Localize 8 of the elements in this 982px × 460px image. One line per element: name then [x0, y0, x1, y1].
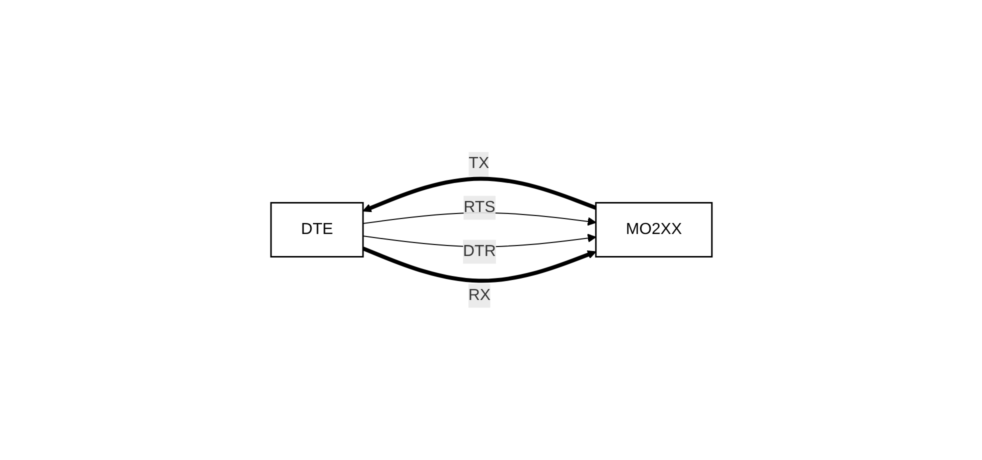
edge-label: RTS [463, 198, 495, 216]
arrow [362, 176, 596, 212]
edge-label: RX [468, 286, 490, 304]
arrow [362, 246, 596, 283]
node-box: MO2XX [594, 202, 712, 258]
node-box: DTE [270, 202, 364, 258]
edge-label: TX [468, 155, 489, 172]
edge-label: DTR [462, 242, 496, 260]
